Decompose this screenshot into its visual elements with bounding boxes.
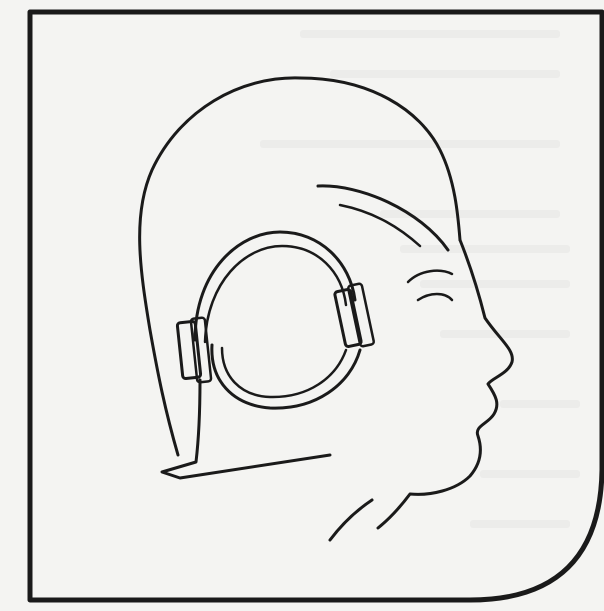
eye bbox=[418, 294, 452, 300]
hairline bbox=[318, 186, 448, 250]
face-profile bbox=[378, 240, 512, 528]
frame-border bbox=[30, 12, 602, 600]
ear-loop-inner bbox=[222, 348, 346, 397]
head-top-outline bbox=[300, 78, 460, 240]
ear-loop-outer bbox=[212, 345, 360, 408]
neck-line bbox=[330, 500, 372, 540]
eye-brow bbox=[408, 271, 452, 282]
headset-band-inner bbox=[205, 246, 346, 342]
hair-outline bbox=[140, 78, 300, 455]
headset-cable bbox=[162, 380, 330, 478]
hairline-inner bbox=[340, 205, 420, 246]
